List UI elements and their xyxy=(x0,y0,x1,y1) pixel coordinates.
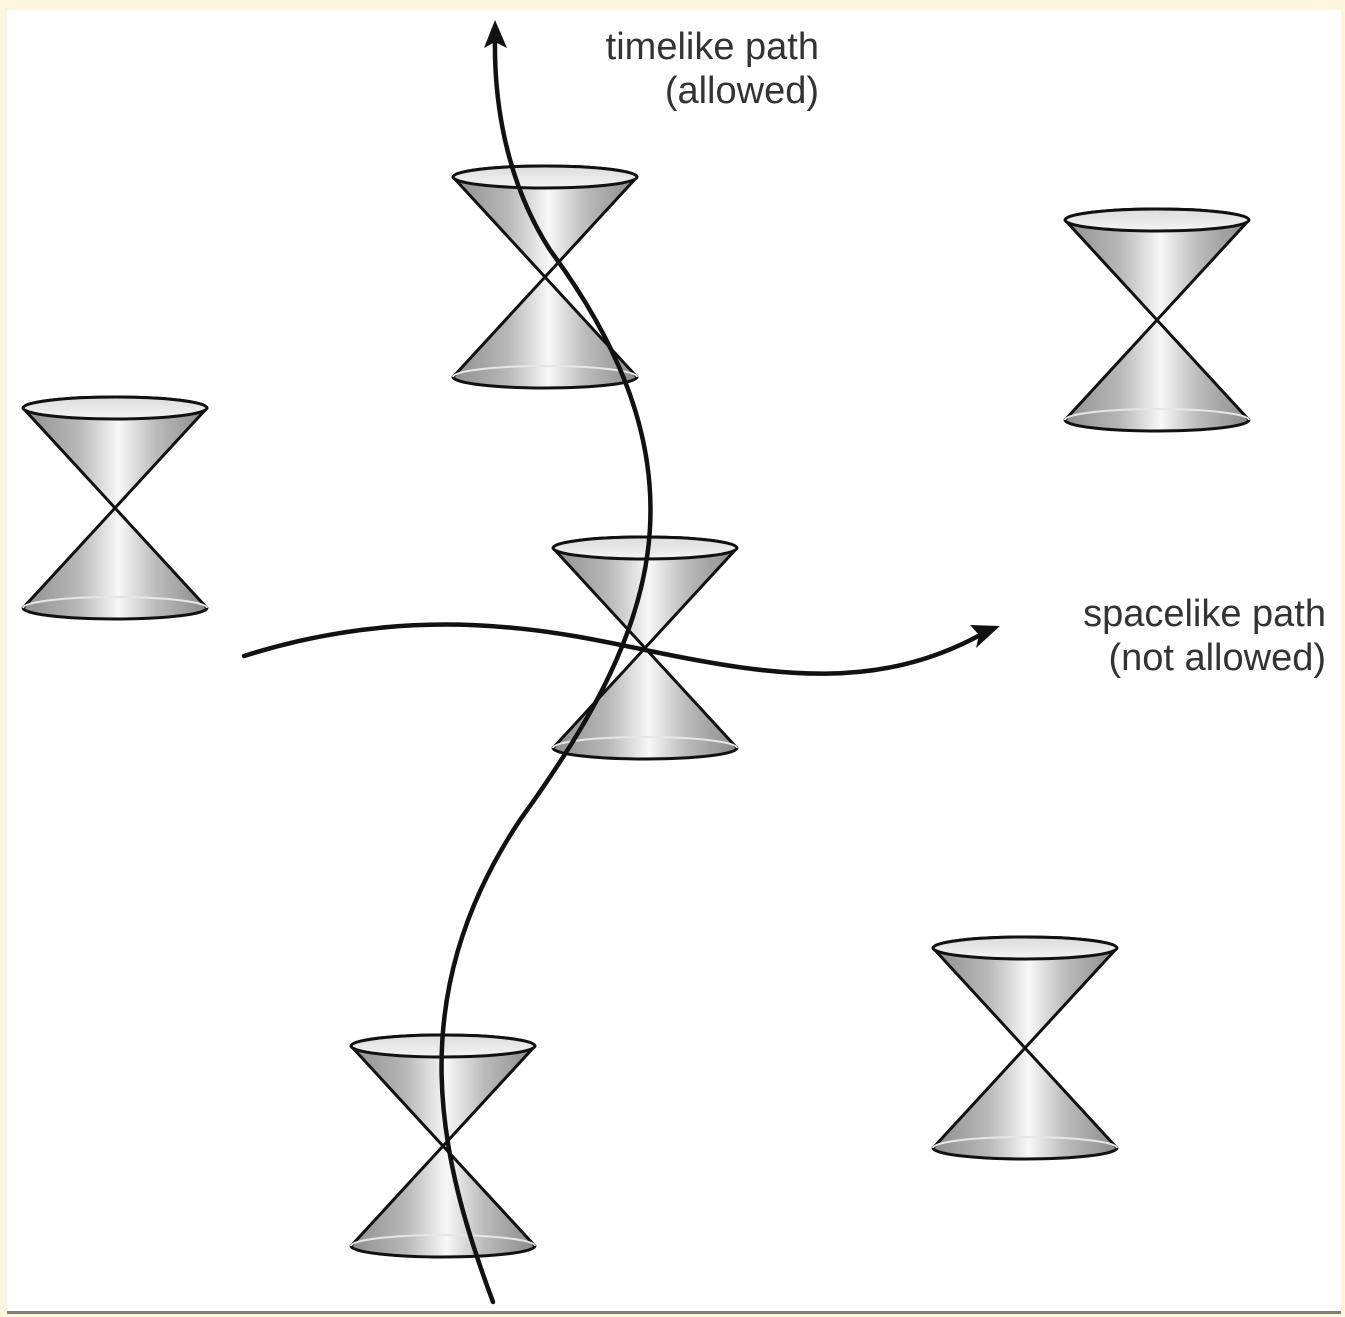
timelike-label-line1: timelike path xyxy=(605,26,819,68)
spacelike-path-label: spacelike path (not allowed) xyxy=(1083,592,1326,680)
spacelike-arrowhead xyxy=(970,625,1000,648)
cone-top-right xyxy=(1063,207,1251,433)
timelike-arrowhead xyxy=(484,20,507,48)
spacelike-label-line2: (not allowed) xyxy=(1108,637,1326,679)
timelike-path-label: timelike path (allowed) xyxy=(606,25,819,113)
timelike-label-line2: (allowed) xyxy=(664,70,819,112)
cone-top-center xyxy=(451,164,639,390)
spacelike-label-line1: spacelike path xyxy=(1083,593,1326,635)
timelike-path xyxy=(439,35,653,1305)
spacelike-path xyxy=(241,622,985,676)
cone-center xyxy=(551,535,739,761)
cone-bottom-right xyxy=(931,935,1119,1161)
cone-left xyxy=(21,395,209,621)
